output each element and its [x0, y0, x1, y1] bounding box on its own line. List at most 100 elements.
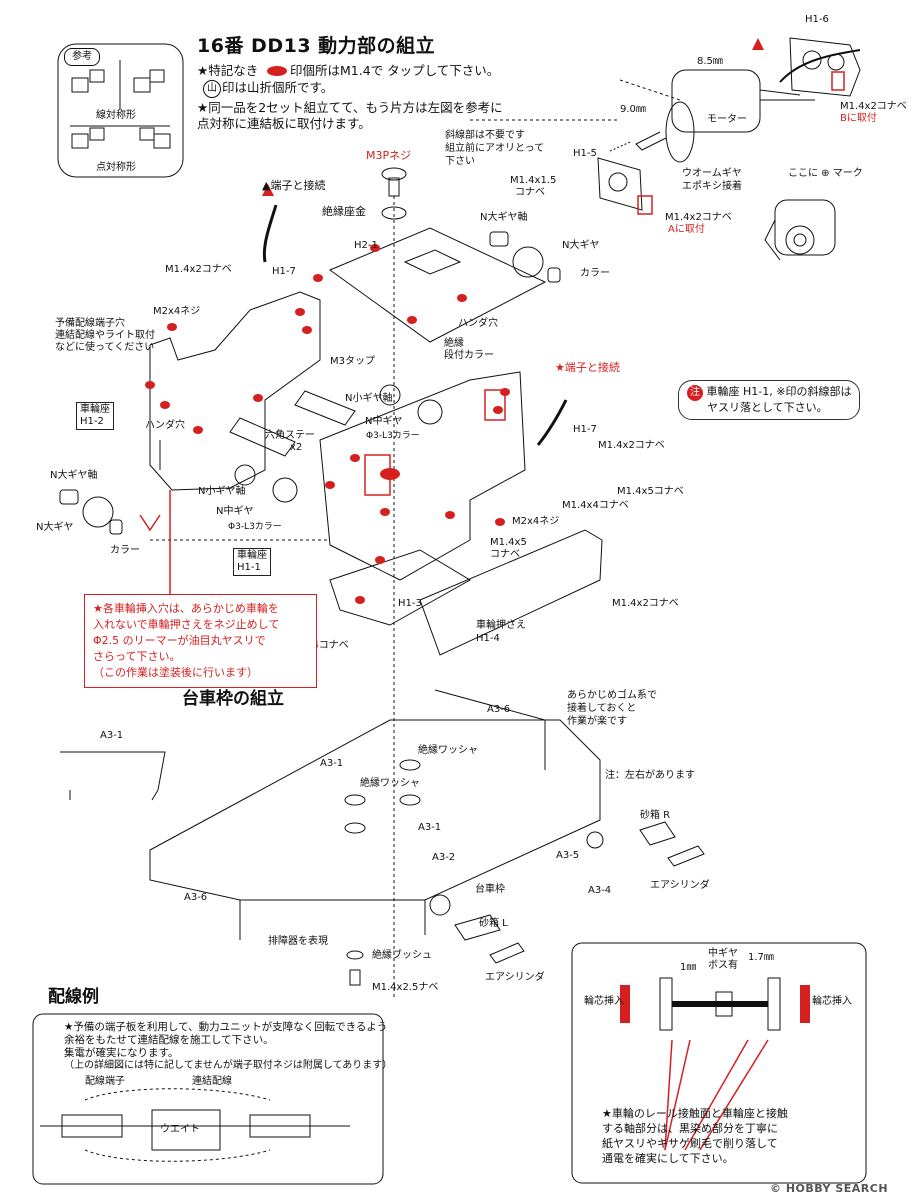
plate-h1-6 [789, 37, 861, 97]
m14x2-b-label: M1.4x2コナベ [840, 101, 907, 112]
sand-box-l-label: 砂箱 L [479, 918, 508, 929]
n-mid-gear-label-l: N中ギヤ [216, 506, 254, 517]
insulated-washer-2: 絶縁ワッシャ [360, 778, 420, 789]
weight-block [151, 1109, 221, 1151]
frame-h1-1 [319, 371, 526, 581]
pilot-label: 排障器を表現 [268, 936, 328, 947]
konabe-label: コナベ [515, 187, 545, 198]
gear-n-big-right [512, 246, 544, 278]
wiring-note-1: ★予備の端子板を利用して、動力ユニットが支障なく回転できるよう [64, 1021, 388, 1033]
axle-note-2: する軸部分は、黒染め部分を丁寧に [602, 1122, 778, 1135]
dim-8-5: 8.5㎜ [697, 56, 723, 67]
collar-phi-label-l: Φ3-L3カラー [228, 522, 282, 532]
a-mount-label: Aに取付 [668, 224, 705, 235]
dim-9-0: 9.0㎜ [620, 104, 646, 115]
hex-stay-count: x2 [290, 442, 303, 453]
header-line1-pre: ★特記なき [197, 63, 259, 78]
insulated-label: 絶縁 [444, 338, 464, 349]
epoxy-label: エポキシ接着 [682, 181, 742, 192]
insert-left-label: 輪芯挿入 [584, 996, 624, 1007]
bogie-frame [149, 719, 601, 901]
header-line1-post: 印個所はM1.4で タップして下さい。 [290, 63, 500, 78]
wheel-hole-note: ★各車輪挿入穴は、あらかじめ車輪を 入れないで車輪押さえをネジ止めして Φ2.5… [84, 594, 317, 688]
spare-terminal-1: 予備配線端子穴 [55, 318, 125, 329]
axle-boss-label: ボス有 [708, 960, 738, 971]
m14x5b-label-1: M1.4x5 [490, 537, 527, 548]
b-mount-label: Bに取付 [840, 113, 877, 124]
wiring-note-3: 集電が確実になります。 [64, 1047, 179, 1059]
sand-box-r-label: 砂箱 R [640, 810, 671, 821]
slant-note-1: 斜線部は不要です [445, 130, 525, 141]
a3-4-label: A3-4 [588, 885, 612, 896]
axle-note-1: ★車輪のレール接触面と車輪座と接触 [602, 1107, 788, 1120]
air-cylinder-l-label: エアシリンダ [485, 972, 545, 983]
wiring-note-2: 余裕をもたせて連結配線を施工して下さい。 [64, 1034, 274, 1046]
n-big-gear-label-l: N大ギヤ [36, 522, 74, 533]
m2x4b-label: M2x4ネジ [512, 516, 560, 527]
m14x2-label-1: M1.4x2コナベ [165, 264, 232, 275]
motor-label: モーター [707, 114, 747, 125]
link-wire-label: 連結配線 [192, 1076, 232, 1087]
header-line3: ★同一品を2セット組立てて、もう片方は左図を参考に [197, 100, 503, 115]
worm-gear-label: ウオームギヤ [682, 168, 742, 179]
insulated-bush-label: 絶縁ブッシュ [372, 950, 432, 961]
stepped-collar-label: 段付カラー [444, 350, 494, 361]
m14x5b-label-2: コナベ [490, 549, 520, 560]
h1-7b-label: H1-7 [573, 424, 597, 435]
plate-h2-1 [328, 227, 547, 343]
h1-3-label: H1-3 [398, 598, 422, 609]
a3-5-label: A3-5 [556, 850, 580, 861]
h1-6-label: H1-6 [805, 14, 829, 25]
a3-6b-label: A3-6 [184, 892, 208, 903]
plate-h1-5 [597, 157, 643, 211]
solder-hole-label: ハンダ穴 [458, 318, 498, 329]
point-symmetry-label: 点対称形 [96, 162, 136, 173]
wiring-title: 配線例 [48, 987, 99, 1007]
dim-1-7mm: 1.7㎜ [748, 952, 774, 963]
gear-n-big-left [82, 496, 114, 528]
a3-1c-label: A3-1 [418, 822, 442, 833]
axle-box [571, 942, 867, 1184]
spare-terminal-3: などに使ってください [55, 342, 155, 353]
n-big-shaft-label: N大ギヤ軸 [480, 212, 528, 223]
collar-phi-label: Φ3-L3カラー [366, 431, 420, 441]
dim-1mm: 1㎜ [680, 962, 697, 973]
bogie-title: 台車枠の組立 [182, 689, 284, 709]
reference-badge: 参考 [64, 48, 100, 66]
a3-2-label: A3-2 [432, 852, 456, 863]
solder-hole-label-2: ハンダ穴 [145, 420, 185, 431]
header-line4: 点対称に連結板に取付けます。 [197, 116, 371, 131]
air-cylinder-r [667, 845, 705, 867]
watermark: © HOBBY SEARCH [770, 1182, 889, 1195]
mark-here-label: ここに ⊕ マーク [788, 168, 863, 179]
weight-label: ウエイト [160, 1124, 200, 1135]
wiring-box [32, 1013, 384, 1185]
plate-h1-3 [329, 549, 471, 626]
insulated-washer [381, 206, 407, 220]
axle-note-3: 紙ヤスリやキサゲ刷毛で削り落して [602, 1137, 778, 1150]
tap-mark-legend [267, 66, 287, 76]
a3-6-label: A3-6 [487, 704, 511, 715]
m14x2-label-3: M1.4x2コナベ [612, 598, 679, 609]
page-title: 16番 DD13 動力部の組立 [197, 35, 436, 57]
m14x25-label: M1.4x2.5ナベ [372, 982, 439, 993]
lr-note: 注：左右があります [605, 770, 695, 781]
air-cylinder-r-label: エアシリンダ [650, 880, 710, 891]
h2-1-label: H2-1 [354, 240, 378, 251]
wiring-terminal-label: 配線端子 [85, 1076, 125, 1087]
collar-label-l: カラー [110, 545, 140, 556]
rubber-note-1: あらかじめゴム系で [567, 690, 657, 701]
m2x4-label: M2x4ネジ [153, 306, 201, 317]
n-big-shaft-label-l: N大ギヤ軸 [50, 470, 98, 481]
axle-note-4: 通電を確実にして下さい。 [602, 1152, 734, 1165]
plate-h1-4 [419, 529, 603, 656]
slant-note-3: 下さい [445, 156, 475, 167]
terminal-top-label: ▲端子と接続 [262, 179, 326, 192]
m3p-screw-label: M3Pネジ [366, 149, 412, 162]
insert-right-label: 輪芯挿入 [812, 996, 852, 1007]
rubber-note-2: 接着しておくと [567, 703, 637, 714]
insulated-washer-1: 絶縁ワッシャ [418, 745, 478, 756]
reference-box-frame [57, 43, 184, 178]
